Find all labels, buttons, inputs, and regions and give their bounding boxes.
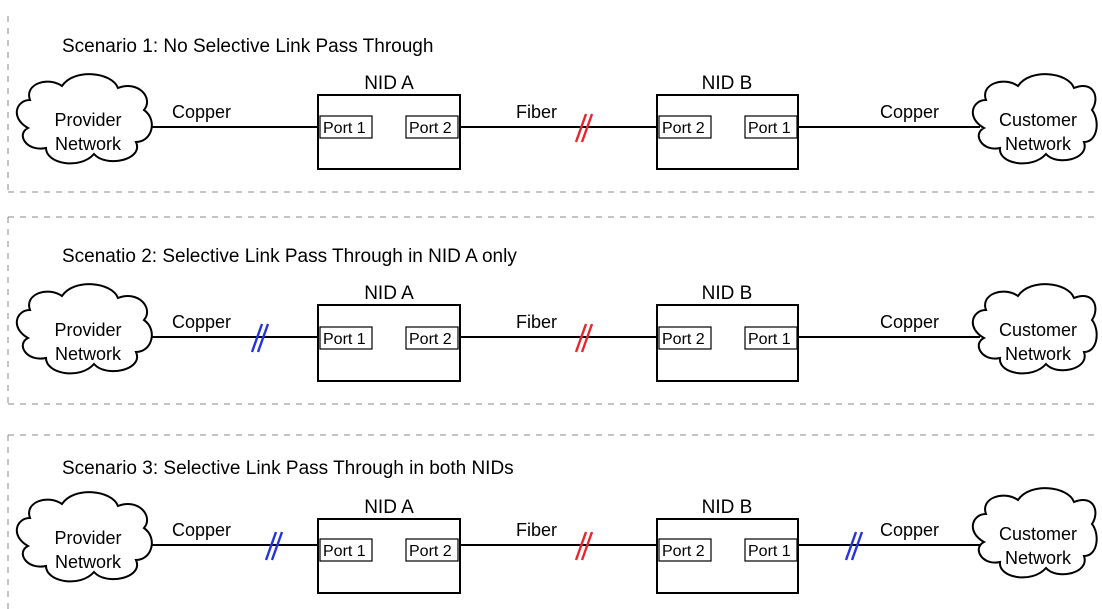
customer-label-line2: Network: [1005, 134, 1072, 154]
scenario-3: Scenario 3: Selective Link Pass Through …: [7, 434, 1098, 609]
nid-a-port-2: [405, 326, 459, 350]
nid-b: NID B Port 2 Port 1: [656, 73, 799, 170]
nid-a: NID A Port 1 Port 2: [317, 73, 461, 170]
nid-b-label: NID B: [702, 73, 753, 94]
customer-label-line1: Customer: [999, 524, 1077, 544]
copper-label-right: Copper: [880, 312, 939, 332]
nid-a-port-2: [405, 538, 459, 562]
provider-label-line2: Network: [55, 134, 122, 154]
nid-b: NID B Port 2 Port 1: [656, 283, 799, 382]
customer-label-line2: Network: [1005, 344, 1072, 364]
nid-b-label: NID B: [702, 497, 753, 518]
fiber-label: Fiber: [516, 520, 557, 540]
customer-network-cloud: Customer Network: [972, 73, 1098, 165]
nid-b-port-2-label: Port 2: [662, 120, 705, 137]
nid-b-port-1-label: Port 1: [748, 543, 791, 560]
nid-a-port-2-label: Port 2: [409, 543, 452, 560]
copper-label-left: Copper: [172, 312, 231, 332]
fiber-label: Fiber: [516, 102, 557, 122]
nid-b-port-2: [658, 538, 712, 562]
fiber-label: Fiber: [516, 312, 557, 332]
copper-break-icon: [264, 531, 284, 561]
provider-label-line1: Provider: [54, 320, 121, 340]
nid-a-port-2-label: Port 2: [409, 120, 452, 137]
nid-a-port-1: [319, 115, 373, 139]
nid-a: NID A Port 1 Port 2: [317, 497, 461, 594]
nid-b-port-1: [744, 115, 798, 139]
customer-label-line1: Customer: [999, 110, 1077, 130]
nid-a-label: NID A: [364, 497, 414, 518]
copper-break-icon: [250, 323, 270, 353]
customer-network-cloud: Customer Network: [972, 283, 1098, 375]
copper-label-right: Copper: [880, 102, 939, 122]
nid-b-port-2-label: Port 2: [662, 331, 705, 348]
fiber-break-icon: [574, 113, 594, 143]
nid-a-port-2-label: Port 2: [409, 331, 452, 348]
provider-label-line1: Provider: [54, 528, 121, 548]
scenario-2: Scenatio 2: Selective Link Pass Through …: [7, 216, 1098, 405]
scenario-1: Scenario 1: No Selective Link Pass Throu…: [7, 16, 1098, 193]
fiber-break-icon: [574, 531, 594, 561]
nid-a-label: NID A: [364, 73, 414, 94]
provider-network-cloud: Provider Network: [16, 73, 153, 165]
nid-a: NID A Port 1 Port 2: [317, 283, 461, 382]
copper-label-left: Copper: [172, 520, 231, 540]
nid-b-port-1: [744, 326, 798, 350]
nid-b-port-1: [744, 538, 798, 562]
provider-label-line2: Network: [55, 344, 122, 364]
provider-network-cloud: Provider Network: [16, 491, 153, 583]
nid-b: NID B Port 2 Port 1: [656, 497, 799, 594]
fiber-break-icon: [574, 323, 594, 353]
copper-break-icon: [844, 531, 864, 561]
customer-network-cloud: Customer Network: [972, 487, 1098, 579]
scenario-2-title: Scenatio 2: Selective Link Pass Through …: [62, 246, 517, 267]
nid-a-port-2: [405, 115, 459, 139]
nid-a-port-1-label: Port 1: [323, 543, 366, 560]
nid-b-port-2: [658, 326, 712, 350]
scenario-1-title: Scenario 1: No Selective Link Pass Throu…: [62, 36, 433, 57]
copper-label-left: Copper: [172, 102, 231, 122]
provider-label-line1: Provider: [54, 110, 121, 130]
nid-a-port-1-label: Port 1: [323, 331, 366, 348]
copper-label-right: Copper: [880, 520, 939, 540]
customer-label-line1: Customer: [999, 320, 1077, 340]
nid-a-port-1: [319, 326, 373, 350]
nid-b-label: NID B: [702, 283, 753, 304]
nid-b-port-1-label: Port 1: [748, 120, 791, 137]
nid-b-port-2-label: Port 2: [662, 543, 705, 560]
scenario-3-title: Scenario 3: Selective Link Pass Through …: [62, 458, 514, 479]
customer-label-line2: Network: [1005, 548, 1072, 568]
nid-b-port-1-label: Port 1: [748, 331, 791, 348]
provider-label-line2: Network: [55, 552, 122, 572]
nid-a-port-1: [319, 538, 373, 562]
nid-b-port-2: [658, 115, 712, 139]
nid-a-port-1-label: Port 1: [323, 120, 366, 137]
nid-a-label: NID A: [364, 283, 414, 304]
provider-network-cloud: Provider Network: [16, 283, 153, 375]
